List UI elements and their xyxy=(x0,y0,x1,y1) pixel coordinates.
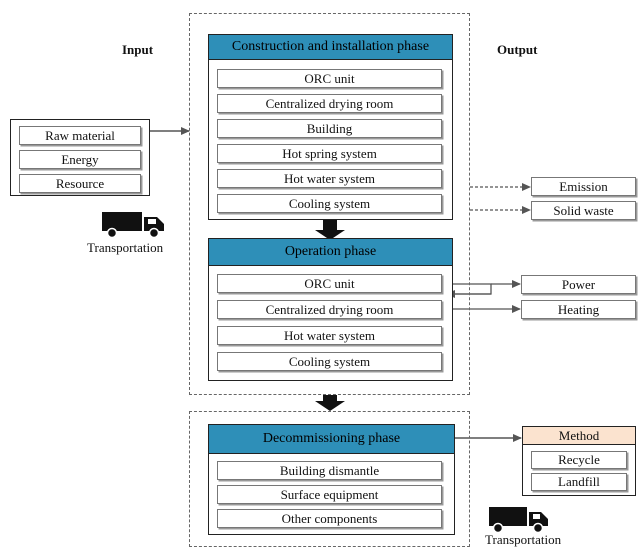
construction-item-drying-room: Centralized drying room xyxy=(217,94,442,113)
output-heading: Output xyxy=(497,42,538,57)
block-arrow-operation-decommissioning xyxy=(315,395,345,411)
input-item-resource: Resource xyxy=(19,174,141,193)
output-heating: Heating xyxy=(521,300,636,319)
operation-phase-title: Operation phase xyxy=(209,239,452,266)
output-solid-waste: Solid waste xyxy=(531,201,636,220)
construction-phase-title: Construction and installation phase xyxy=(209,35,452,60)
lifecycle-frame-top xyxy=(189,13,470,395)
operation-item-cooling: Cooling system xyxy=(217,352,442,371)
construction-item-hot-water: Hot water system xyxy=(217,169,442,188)
truck-icon xyxy=(489,507,548,533)
lifecycle-frame-bottom xyxy=(189,411,470,547)
operation-item-orc-unit: ORC unit xyxy=(217,274,442,293)
block-arrow-construction-operation xyxy=(315,220,345,240)
construction-item-building: Building xyxy=(217,119,442,138)
output-emission: Emission xyxy=(531,177,636,196)
output-power: Power xyxy=(521,275,636,294)
operation-item-drying-room: Centralized drying room xyxy=(217,300,442,319)
operation-item-hot-water: Hot water system xyxy=(217,326,442,345)
method-item-landfill: Landfill xyxy=(531,473,627,491)
transportation-label-left: Transportation xyxy=(87,240,164,255)
construction-item-cooling: Cooling system xyxy=(217,194,442,213)
decommissioning-phase-title: Decommissioning phase xyxy=(209,425,454,454)
input-item-raw-material: Raw material xyxy=(19,126,141,145)
method-item-recycle: Recycle xyxy=(531,451,627,469)
truck-icon xyxy=(102,212,164,238)
construction-item-hot-spring: Hot spring system xyxy=(217,144,442,163)
input-item-energy: Energy xyxy=(19,150,141,169)
operation-phase: Operation phase ORC unit Centralized dry… xyxy=(208,238,453,381)
decommissioning-item-surface-equipment: Surface equipment xyxy=(217,485,442,504)
method-title: Method xyxy=(523,427,635,445)
transportation-label-bottom: Transportation xyxy=(485,532,562,547)
decommissioning-item-building-dismantle: Building dismantle xyxy=(217,461,442,480)
decommissioning-item-other-components: Other components xyxy=(217,509,442,528)
input-group: Raw material Energy Resource xyxy=(10,119,150,196)
construction-item-orc-unit: ORC unit xyxy=(217,69,442,88)
input-heading: Input xyxy=(122,42,154,57)
decommissioning-phase: Decommissioning phase Building dismantle… xyxy=(208,424,455,535)
method-group: Method Recycle Landfill xyxy=(522,426,636,496)
construction-phase: Construction and installation phase ORC … xyxy=(208,34,453,220)
